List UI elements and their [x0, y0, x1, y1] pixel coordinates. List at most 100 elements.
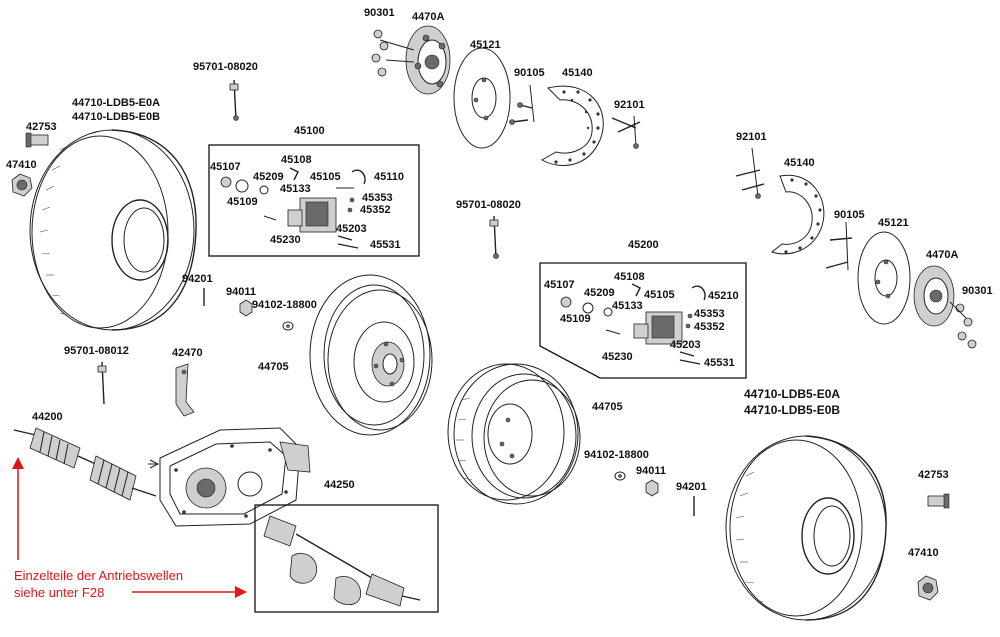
- note-line-2: siehe unter F28: [14, 585, 104, 600]
- label-42470: 42470: [172, 347, 203, 359]
- washer-94102-right: [614, 471, 626, 481]
- label-45140-top: 45140: [562, 67, 593, 79]
- hub-cap-47410-right: [917, 575, 939, 601]
- label-94102-18800-right: 94102-18800: [584, 449, 649, 461]
- label-94011-right: 94011: [636, 465, 666, 477]
- nut-94011-right: [645, 479, 659, 497]
- label-42753-right: 42753: [918, 469, 949, 481]
- label-90105-top: 90105: [514, 67, 545, 79]
- bolts-90105-right: [825, 221, 853, 271]
- brake-rotor-45121-right: [857, 231, 911, 325]
- label-44710-b-right: 44710-LDB5-E0B: [744, 403, 840, 417]
- label-44710-a-right: 44710-LDB5-E0A: [744, 387, 840, 401]
- label-45353-right: 45353: [694, 308, 725, 320]
- wheel-hub-4470A-top: [405, 25, 451, 95]
- tire-left: [29, 129, 197, 331]
- nut-94011-left: [239, 299, 253, 317]
- caliper-assembly-left: [220, 167, 366, 249]
- label-45133-right: 45133: [612, 300, 643, 312]
- label-45230-right: 45230: [602, 351, 633, 363]
- label-95701-08012: 95701-08012: [64, 345, 129, 357]
- valve-42753-left: [25, 132, 49, 148]
- label-47410-right: 47410: [908, 547, 939, 559]
- label-90301-top: 90301: [364, 7, 395, 19]
- label-45109-left: 45109: [227, 196, 258, 208]
- rim-44705-right: [447, 363, 581, 505]
- label-45209-right: 45209: [584, 287, 615, 299]
- label-94102-18800-left: 94102-18800: [252, 299, 317, 311]
- label-44710-a-left: 44710-LDB5-E0A: [72, 97, 160, 109]
- washer-94102-left: [282, 321, 294, 331]
- wheel-hub-4470A-right: [913, 265, 955, 327]
- tire-right: [725, 435, 887, 621]
- label-44705-left: 44705: [258, 361, 289, 373]
- label-4470A-top: 4470A: [412, 11, 444, 23]
- drilled-disc-45140-top: [540, 85, 604, 166]
- stud-bolts-90301-top: [371, 29, 415, 77]
- bolt-95701-08012: [97, 361, 107, 405]
- label-45209-left: 45209: [253, 171, 284, 183]
- brake-rotor-45121-top: [453, 47, 511, 149]
- label-45108-left: 45108: [281, 154, 312, 166]
- label-45121-top: 45121: [470, 39, 501, 51]
- label-92101-top: 92101: [614, 99, 645, 111]
- label-44250: 44250: [324, 479, 355, 491]
- label-45121-right: 45121: [878, 217, 909, 229]
- label-45352-right: 45352: [694, 321, 725, 333]
- part-labels: 90301 4470A 45121 90105 45140 92101 9570…: [6, 7, 993, 559]
- label-45531-left: 45531: [370, 239, 401, 251]
- valve-42753-right: [927, 493, 950, 509]
- caliper-box-45100: [208, 144, 420, 257]
- label-94201-left: 94201: [182, 273, 213, 285]
- label-42753-left: 42753: [26, 121, 57, 133]
- label-45203-right: 45203: [670, 339, 701, 351]
- bolts-92101-right: [735, 147, 765, 199]
- label-45105-left: 45105: [310, 171, 341, 183]
- drive-shaft-44250-parts: [263, 515, 421, 607]
- bolt-95701-08020-mid: [489, 215, 499, 259]
- bracket-42470: [175, 363, 195, 417]
- label-45105-right: 45105: [644, 289, 675, 301]
- label-45230-left: 45230: [270, 234, 301, 246]
- stud-bolts-90301-right: [949, 301, 977, 349]
- label-45352-left: 45352: [360, 204, 391, 216]
- caliper-box-45200: [539, 262, 747, 379]
- label-45133-left: 45133: [280, 183, 311, 195]
- hub-cap-47410-left: [11, 173, 33, 197]
- label-90301-right: 90301: [962, 285, 993, 297]
- label-45531-right: 45531: [704, 357, 735, 369]
- rim-44705-left: [309, 274, 433, 436]
- caliper-assembly-right: [560, 283, 706, 365]
- label-94011-left: 94011: [226, 286, 256, 298]
- label-45108-right: 45108: [614, 271, 645, 283]
- drive-shaft-note: Einzelteile der Antriebswellen siehe unt…: [14, 568, 183, 600]
- label-45140-right: 45140: [784, 157, 815, 169]
- label-45110: 45110: [374, 171, 404, 183]
- gearbox-housing: [148, 427, 311, 527]
- label-45100: 45100: [294, 125, 325, 137]
- note-arrows: [12, 457, 247, 598]
- note-line-1: Einzelteile der Antriebswellen: [14, 568, 183, 583]
- label-45210: 45210: [708, 290, 739, 302]
- label-92101-right: 92101: [736, 131, 767, 143]
- drive-shaft-44200: [13, 427, 157, 501]
- bolts-90105-top: [509, 84, 535, 125]
- label-94201-right: 94201: [676, 481, 707, 493]
- drive-shaft-box-44250: [254, 504, 439, 613]
- label-90105-right: 90105: [834, 209, 865, 221]
- label-47410-left: 47410: [6, 159, 37, 171]
- label-95701-08020-top: 95701-08020: [193, 61, 258, 73]
- label-45353-left: 45353: [362, 192, 393, 204]
- label-44200: 44200: [32, 411, 63, 423]
- label-44710-b-left: 44710-LDB5-E0B: [72, 111, 160, 123]
- bolts-92101-top: [611, 115, 641, 149]
- label-44705-right: 44705: [592, 401, 623, 413]
- label-45203-left: 45203: [336, 223, 367, 235]
- drilled-disc-45140-right: [770, 174, 825, 255]
- bolt-95701-08020-top: [229, 79, 239, 121]
- label-45200: 45200: [628, 239, 659, 251]
- label-95701-08020-mid: 95701-08020: [456, 199, 521, 211]
- label-4470A-right: 4470A: [926, 249, 958, 261]
